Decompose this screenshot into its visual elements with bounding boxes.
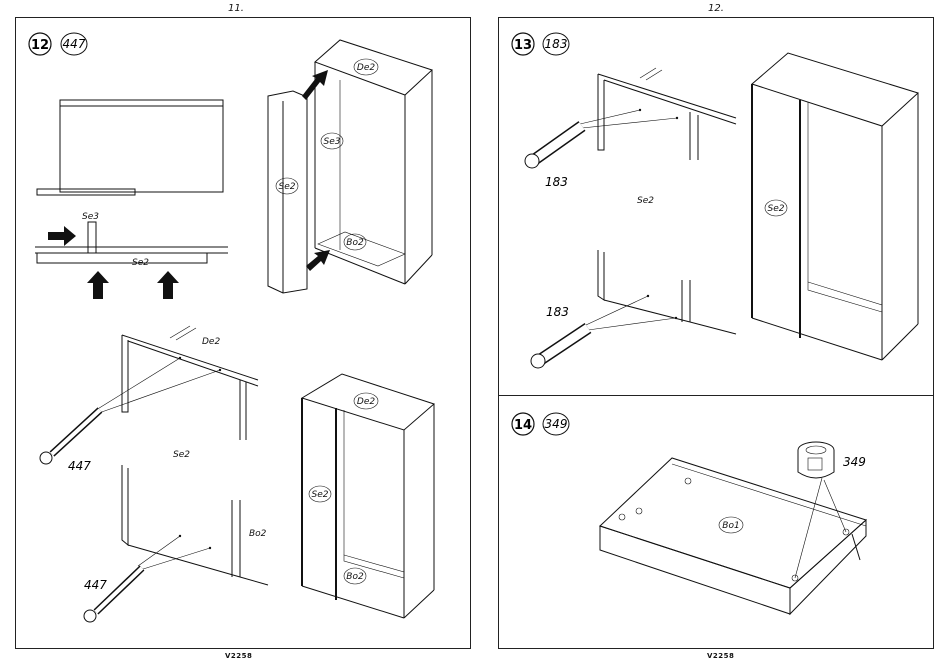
label-fitting: 349 bbox=[843, 455, 866, 469]
step-14-bottom-panel: Bo1 349 bbox=[600, 442, 866, 614]
label-screw-bottom: 447 bbox=[84, 578, 107, 592]
label-bo2-corner: Bo2 bbox=[249, 529, 267, 539]
step-12-corner-bottom: Bo2 447 bbox=[84, 465, 268, 622]
label-se2-final-13: Se2 bbox=[768, 204, 785, 214]
label-se2-mid: Se2 bbox=[637, 196, 654, 206]
push-arrow-icon bbox=[48, 226, 76, 246]
label-de2-final: De2 bbox=[357, 397, 375, 407]
dowel-icon bbox=[531, 328, 588, 368]
step-12-corner-top: De2 447 bbox=[40, 326, 258, 473]
screw-icon bbox=[40, 410, 100, 464]
screw-icon bbox=[84, 568, 142, 622]
label-se2-detail: Se2 bbox=[132, 258, 149, 268]
label-de2-corner: De2 bbox=[202, 337, 220, 347]
step-14-number: 14 bbox=[514, 418, 532, 433]
label-bo1: Bo1 bbox=[722, 521, 739, 531]
step-12-cabinet-lower: De2 Se2 Bo2 bbox=[302, 374, 434, 618]
label-screw-top: 447 bbox=[68, 459, 91, 473]
step-13-number: 13 bbox=[514, 38, 532, 53]
step-13-corner-bottom: 183 bbox=[531, 250, 736, 368]
step-12-count: 447 bbox=[63, 37, 86, 51]
step-14-badge: 14 349 bbox=[512, 413, 569, 435]
label-bo2-final: Bo2 bbox=[346, 572, 364, 582]
step-12-detail-box bbox=[37, 100, 223, 195]
label-bo2-bottom: Bo2 bbox=[346, 238, 364, 248]
step-14-count: 349 bbox=[545, 417, 568, 431]
label-dowel-top: 183 bbox=[545, 175, 568, 189]
step-13-count: 183 bbox=[545, 37, 568, 51]
label-se2-panel: Se2 bbox=[279, 182, 296, 192]
step-12-number: 12 bbox=[31, 38, 49, 53]
step-13-corner-top: 183 bbox=[525, 68, 736, 189]
step-12-cabinet-upper: De2 Se3 Se2 Bo2 bbox=[268, 40, 432, 293]
label-se2-final: Se2 bbox=[312, 490, 329, 500]
label-se3-mid: Se3 bbox=[324, 137, 341, 147]
dowel-icon bbox=[525, 126, 582, 168]
insert-arrow-icon bbox=[306, 250, 330, 271]
step-12-join-detail: Se3 Se2 bbox=[35, 212, 228, 299]
label-de2-top: De2 bbox=[357, 63, 375, 73]
step-13-badge: 13 183 bbox=[512, 33, 569, 55]
label-dowel-bottom: 183 bbox=[546, 305, 569, 319]
push-arrow-icon bbox=[87, 271, 109, 299]
label-se3-detail: Se3 bbox=[82, 212, 99, 222]
step-12-badge: 12 447 bbox=[29, 33, 87, 55]
push-arrow-icon bbox=[157, 271, 179, 299]
step-13-cabinet: Se2 bbox=[752, 53, 918, 360]
label-se2-corner: Se2 bbox=[173, 450, 190, 460]
cam-lock-fitting-icon bbox=[798, 442, 834, 478]
